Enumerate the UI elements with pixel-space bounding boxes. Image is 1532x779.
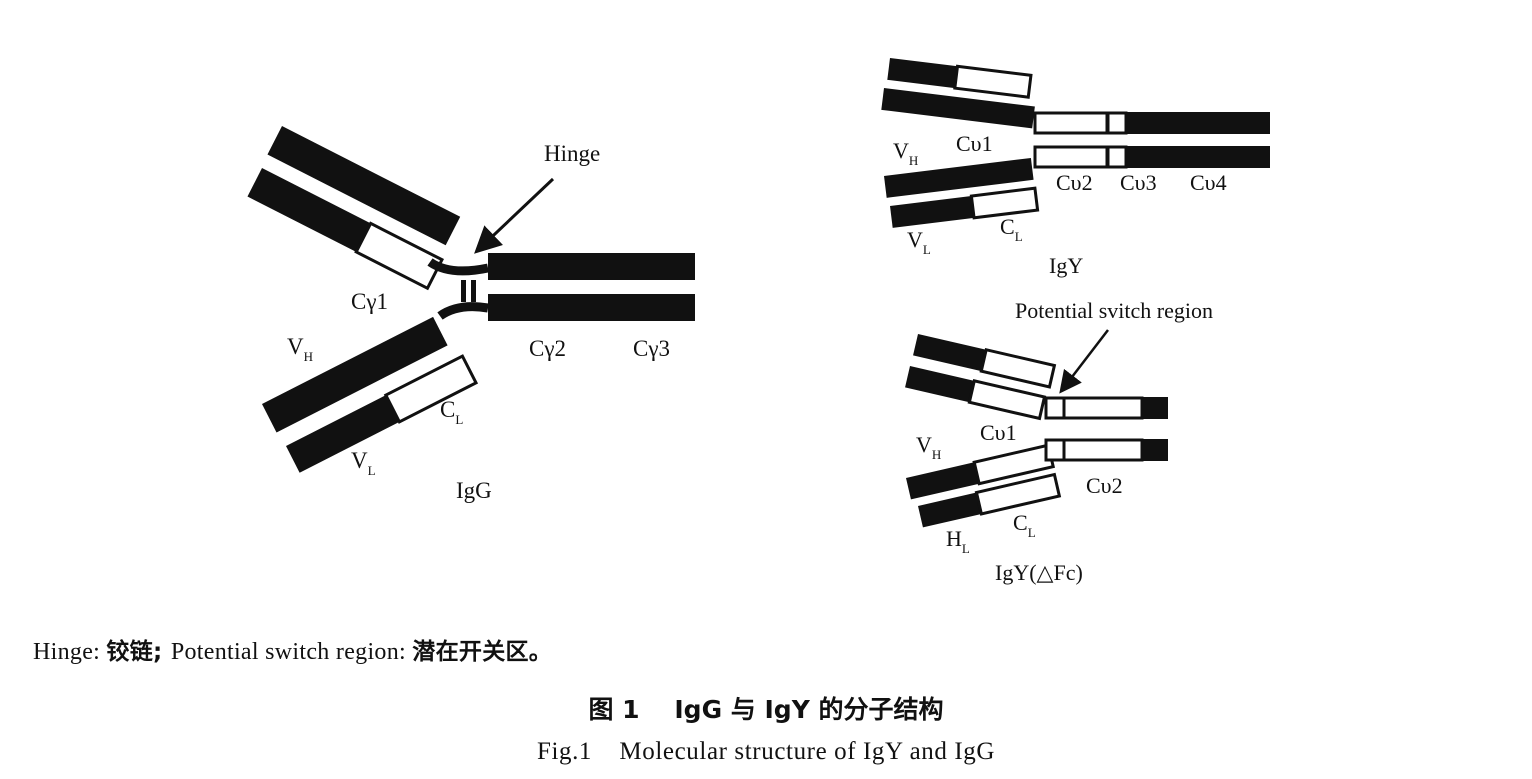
igy-cv3-label: Cυ3 <box>1120 170 1157 195</box>
igg-disulfide-bond <box>471 280 476 302</box>
igg-molecule: Hinge Cγ1 Cγ2 Cγ3 VH CL VL IgG <box>247 126 695 503</box>
igg-fc-lower <box>488 294 695 321</box>
igy-cv4-upper <box>1126 112 1270 134</box>
igg-hinge-upper <box>427 258 489 276</box>
igy-cv4-label: Cυ4 <box>1190 170 1227 195</box>
igg-vh-label: VH <box>287 334 313 364</box>
igy-cv1-label: Cυ1 <box>956 131 993 156</box>
igg-upper-heavy-chain <box>267 126 461 246</box>
igy-cl-label: CL <box>1000 214 1023 244</box>
igy-upper-heavy-chain <box>881 88 1035 129</box>
igy-dfc-switch-label: Potential svitch region <box>1015 298 1213 323</box>
igy-dfc-hl-label: HL <box>946 526 970 556</box>
igy-cv3-upper <box>1106 111 1128 135</box>
igy-dfc-molecule: Potential svitch region VH Cυ1 Cυ2 HL CL… <box>905 298 1213 585</box>
igg-cl-label: CL <box>440 397 463 427</box>
figure-note: Hinge: 铰链; Potential switch region: 潜在开关… <box>33 632 552 666</box>
igy-dfc-lower-light-chain <box>918 472 1062 528</box>
igg-lower-heavy-chain <box>286 354 479 473</box>
igy-dfc-upper-light-chain <box>913 334 1057 389</box>
igy-dfc-switch-arrow <box>1059 329 1109 394</box>
igy-cv4-lower <box>1126 146 1270 168</box>
igy-dfc-cv2-upper <box>1062 396 1144 420</box>
igy-dfc-cl-label: CL <box>1013 510 1036 540</box>
antibody-diagram: Hinge Cγ1 Cγ2 Cγ3 VH CL VL IgG <box>247 58 1270 585</box>
igy-dfc-cv2-label: Cυ2 <box>1086 473 1123 498</box>
igg-fc-upper <box>488 253 695 280</box>
igg-name-label: IgG <box>456 478 492 503</box>
igy-dfc-cv1-label: Cυ1 <box>980 420 1017 445</box>
igy-upper-light-chain <box>887 58 1033 99</box>
igg-hinge-arrow <box>474 177 555 254</box>
caption-chinese: 图 1 IgG 与 IgY 的分子结构 <box>588 695 944 724</box>
igg-cg2-label: Cγ2 <box>529 336 566 361</box>
igg-cg3-label: Cγ3 <box>633 336 670 361</box>
igy-name-label: IgY <box>1049 253 1083 278</box>
igy-vl-label: VL <box>907 227 931 257</box>
note-hinge-translation: 铰链; <box>106 639 171 665</box>
igg-hinge-lower <box>437 302 489 320</box>
igg-upper-light-chain <box>247 168 445 291</box>
igg-disulfide-bond <box>461 280 466 302</box>
igy-cv2-label: Cυ2 <box>1056 170 1093 195</box>
igy-cv2-upper <box>1033 111 1109 135</box>
igy-dfc-cv1-upper <box>1044 396 1066 420</box>
igy-cv2-lower <box>1033 145 1109 169</box>
igy-lower-light-chain <box>890 186 1040 228</box>
igg-vl-label: VL <box>351 448 376 478</box>
igy-dfc-cv2-lower <box>1062 438 1144 462</box>
igg-lower-light-chain <box>262 316 448 433</box>
igy-dfc-vh-label: VH <box>916 432 941 462</box>
caption-english: Fig.1 Molecular structure of IgY and IgG <box>536 738 996 765</box>
igy-dfc-tail-lower <box>1142 439 1168 461</box>
igy-dfc-tail-upper <box>1142 397 1168 419</box>
igy-cv3-lower <box>1106 145 1128 169</box>
igy-molecule: VH Cυ1 Cυ2 Cυ3 Cυ4 VL CL IgY <box>881 58 1270 278</box>
igg-hinge-label: Hinge <box>544 141 600 166</box>
igy-dfc-cv1-lower <box>1044 438 1066 462</box>
note-hinge-term: Hinge: <box>33 639 107 665</box>
igy-dfc-upper-heavy-chain <box>905 366 1047 421</box>
igy-vh-label: VH <box>893 138 918 168</box>
note-switch-term: Potential switch region: <box>170 639 413 665</box>
igg-cg1-label: Cγ1 <box>351 289 388 314</box>
igy-dfc-name-label: IgY(△Fc) <box>995 560 1083 585</box>
note-switch-translation: 潜在开关区。 <box>412 639 553 665</box>
igy-lower-heavy-chain <box>884 157 1034 198</box>
